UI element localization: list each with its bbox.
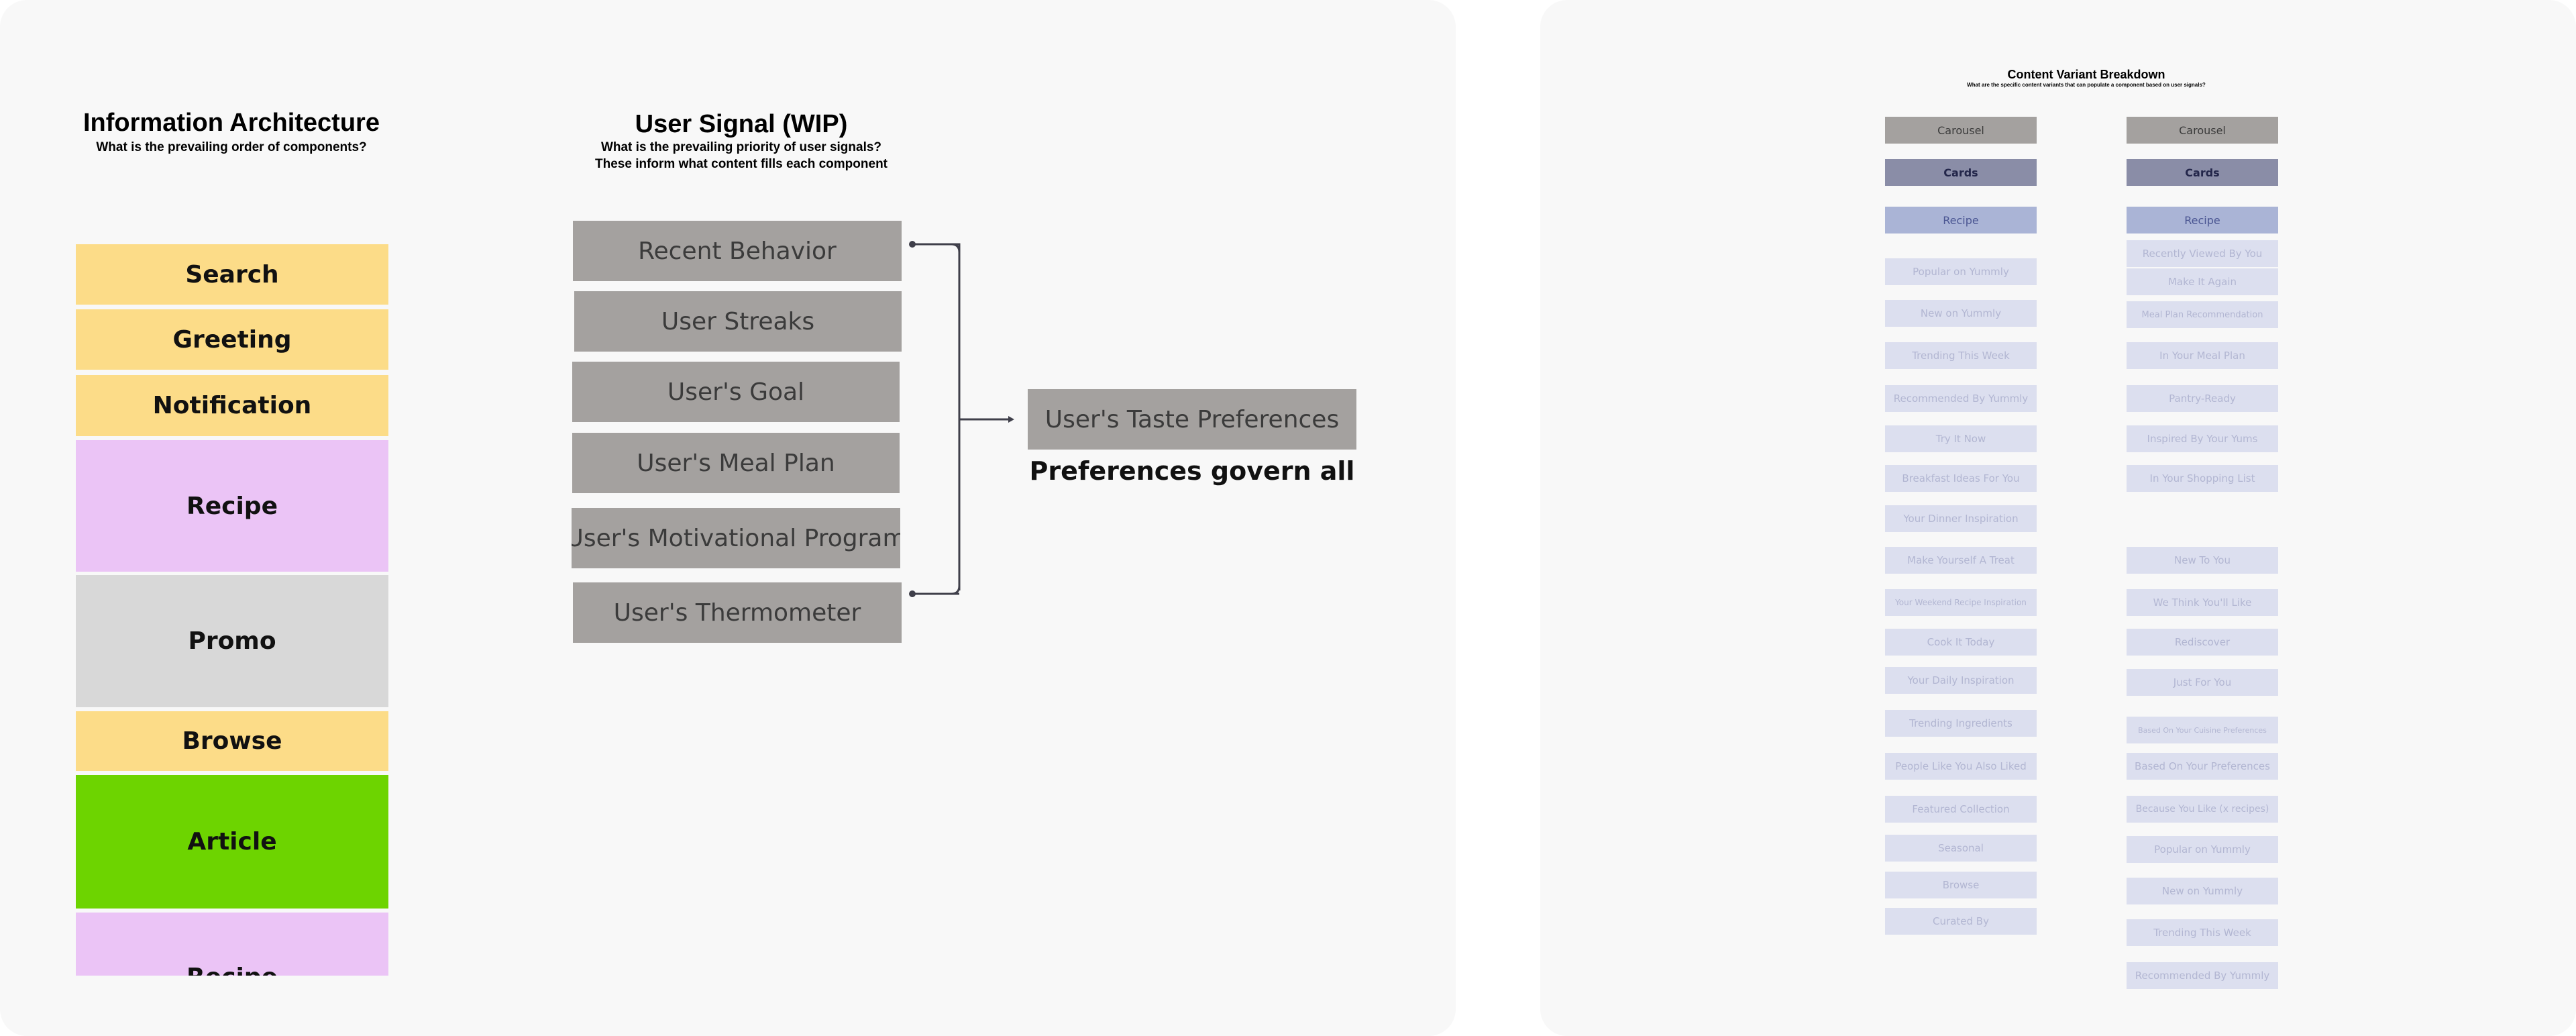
variant-left-item: Your Weekend Recipe Inspiration bbox=[1885, 589, 2037, 616]
signal-subtitle-line2: These inform what content fills each com… bbox=[595, 157, 888, 171]
variant-left-item: People Like You Also Liked bbox=[1885, 753, 2037, 780]
variants-left-cards: Cards bbox=[1885, 159, 2037, 186]
ia-block-promo: Promo bbox=[76, 575, 388, 707]
variant-left-item: Make Yourself A Treat bbox=[1885, 547, 2037, 574]
variants-left-carousel: Carousel bbox=[1885, 117, 2037, 144]
variants-right-cards: Cards bbox=[2127, 159, 2278, 186]
signal-users-motivational-program: User's Motivational Program bbox=[572, 508, 900, 568]
signal-result-taste-preferences: User's Taste Preferences bbox=[1028, 389, 1356, 450]
signal-subtitle-line1: What is the prevailing priority of user … bbox=[600, 140, 882, 154]
ia-block-article: Article bbox=[76, 775, 388, 909]
variant-right-item: New To You bbox=[2127, 547, 2278, 574]
variant-right-item: Inspired By Your Yums bbox=[2127, 425, 2278, 452]
variants-title: Content Variant Breakdown bbox=[2007, 68, 2165, 81]
variant-left-item: Trending Ingredients bbox=[1885, 710, 2037, 737]
signal-users-goal: User's Goal bbox=[572, 362, 900, 422]
ia-block-greeting: Greeting bbox=[76, 309, 388, 370]
ia-block-recipe: Recipe bbox=[76, 440, 388, 572]
variant-left-item: New on Yummly bbox=[1885, 300, 2037, 327]
variant-right-item: Just For You bbox=[2127, 669, 2278, 696]
signal-user-streaks: User Streaks bbox=[574, 291, 902, 352]
variant-right-item: Based On Your Preferences bbox=[2127, 753, 2278, 780]
variant-right-item: In Your Shopping List bbox=[2127, 465, 2278, 492]
variant-right-item: New on Yummly bbox=[2127, 878, 2278, 904]
variants-subtitle: What are the specific content variants t… bbox=[1967, 82, 2206, 88]
variants-left-recipe: Recipe bbox=[1885, 207, 2037, 234]
ia-title: Information Architecture bbox=[83, 109, 380, 137]
ia-block-recipe-2: Recipe bbox=[76, 913, 388, 976]
variant-left-item: Cook It Today bbox=[1885, 629, 2037, 656]
ia-block-notification: Notification bbox=[76, 375, 388, 436]
variant-left-item: Seasonal bbox=[1885, 835, 2037, 862]
signal-title: User Signal (WIP) bbox=[635, 110, 848, 138]
variant-left-item: Popular on Yummly bbox=[1885, 258, 2037, 285]
signal-users-thermometer: User's Thermometer bbox=[573, 582, 902, 643]
variant-left-item: Browse bbox=[1885, 872, 2037, 898]
variant-right-item: We Think You'll Like bbox=[2127, 589, 2278, 616]
variant-left-item: Breakfast Ideas For You bbox=[1885, 465, 2037, 492]
signal-bracket-connector bbox=[909, 241, 1014, 597]
signal-result-caption: Preferences govern all bbox=[1029, 456, 1355, 486]
variant-left-item: Curated By bbox=[1885, 908, 2037, 935]
signal-recent-behavior: Recent Behavior bbox=[573, 221, 902, 281]
variant-left-item: Trending This Week bbox=[1885, 342, 2037, 369]
variants-right-carousel: Carousel bbox=[2127, 117, 2278, 144]
variants-right-recipe: Recipe bbox=[2127, 207, 2278, 234]
variant-right-item: Meal Plan Recommendation bbox=[2127, 301, 2278, 328]
variant-right-item: Recently Viewed By You bbox=[2127, 240, 2278, 267]
variant-right-item: Popular on Yummly bbox=[2127, 836, 2278, 863]
variant-right-item: Make It Again bbox=[2127, 268, 2278, 295]
variant-right-item: Rediscover bbox=[2127, 629, 2278, 656]
variant-left-item: Recommended By Yummly bbox=[1885, 385, 2037, 412]
variant-left-item: Featured Collection bbox=[1885, 796, 2037, 823]
ia-subtitle: What is the prevailing order of componen… bbox=[96, 140, 367, 154]
ia-block-browse: Browse bbox=[76, 711, 388, 771]
variant-right-item: Because You Like (x recipes) bbox=[2127, 796, 2278, 823]
variant-left-item: Your Dinner Inspiration bbox=[1885, 505, 2037, 532]
variant-left-item: Try It Now bbox=[1885, 425, 2037, 452]
variant-right-item: Trending This Week bbox=[2127, 919, 2278, 946]
signal-users-meal-plan: User's Meal Plan bbox=[572, 433, 900, 493]
ia-block-search: Search bbox=[76, 244, 388, 305]
right-board bbox=[1540, 0, 2576, 1036]
variant-right-item: Recommended By Yummly bbox=[2127, 962, 2278, 989]
variant-left-item: Your Daily Inspiration bbox=[1885, 667, 2037, 694]
variant-right-item: Pantry-Ready bbox=[2127, 385, 2278, 412]
variant-right-item: Based On Your Cuisine Preferences bbox=[2127, 717, 2278, 743]
variant-right-item: In Your Meal Plan bbox=[2127, 342, 2278, 369]
